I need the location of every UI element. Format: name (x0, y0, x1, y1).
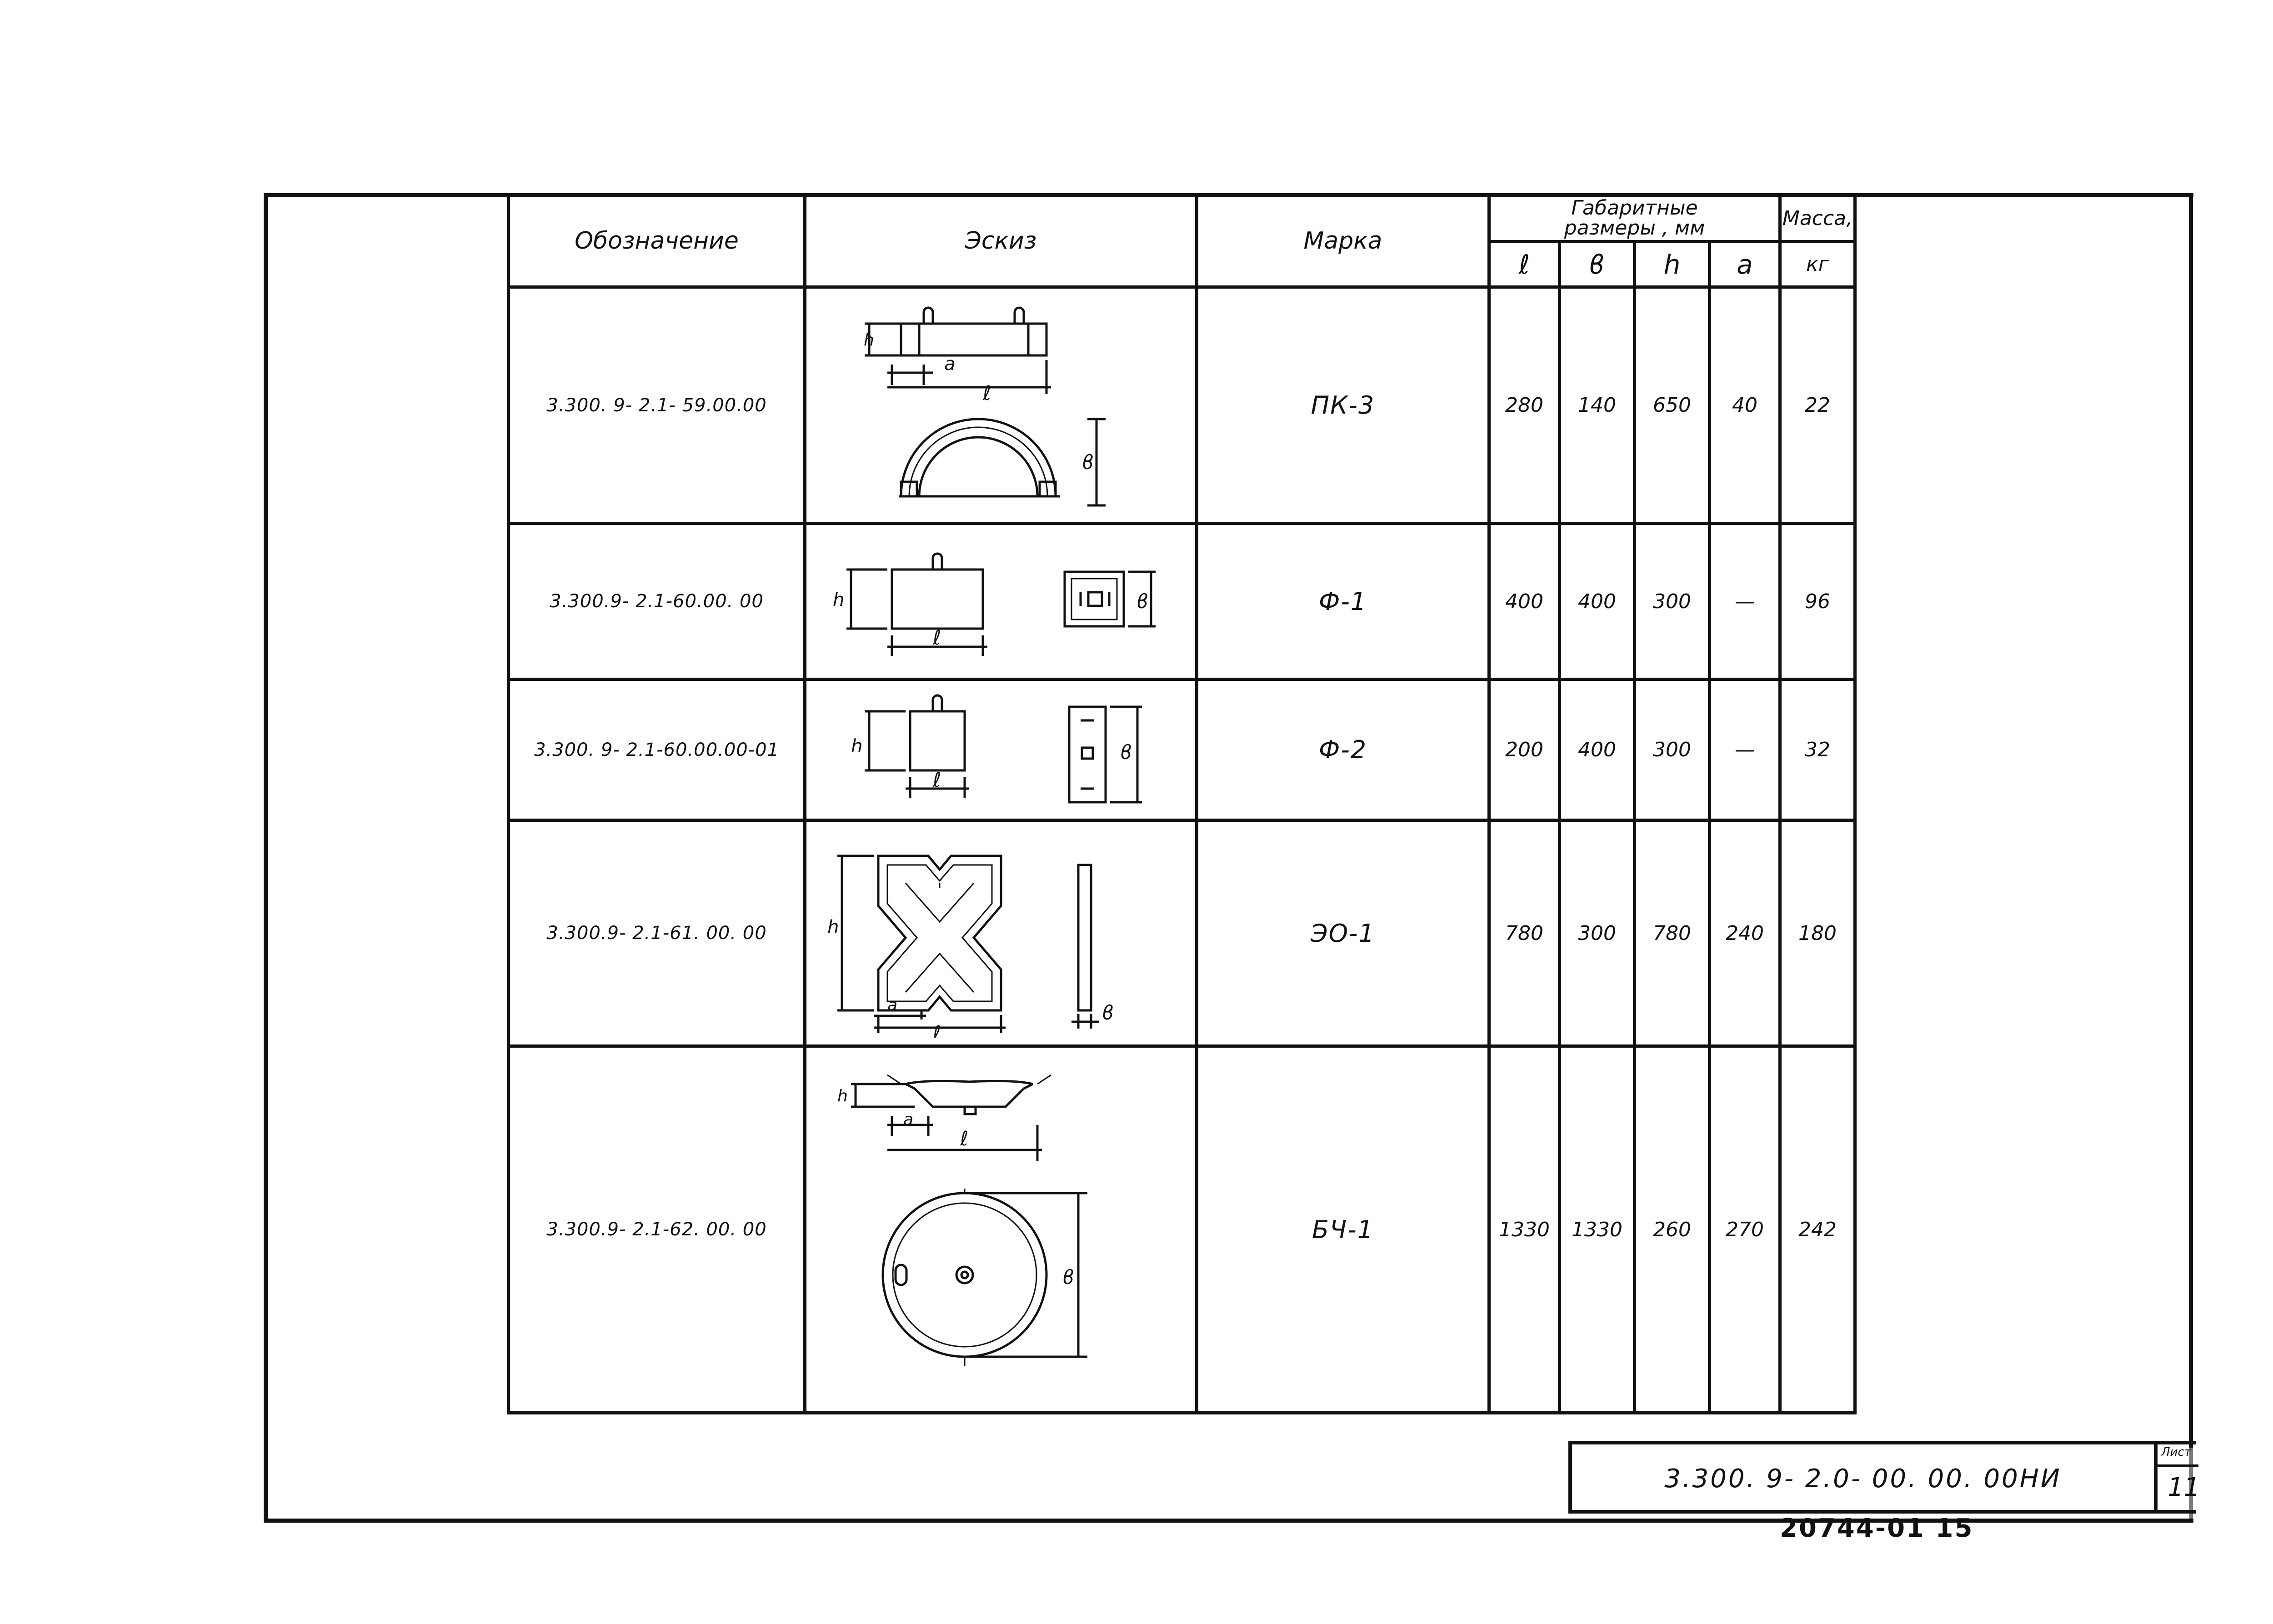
svg-text:ℓ: ℓ (960, 1127, 968, 1150)
row-dim-b: 400 (1558, 678, 1636, 822)
sketch-eo1: h a ℓ ϐ (803, 819, 1198, 1048)
row-mass: 242 (1778, 1044, 1857, 1414)
svg-text:a: a (944, 354, 956, 375)
row-mass: 180 (1778, 819, 1857, 1048)
sketch-arch-block-drawing: a ℓ h ϐ (864, 306, 1106, 506)
row-designation: 3.300. 9- 2.1-60.00.00-01 (507, 678, 806, 822)
row-dim-h: 780 (1633, 819, 1711, 1048)
sketch-decorative-element-drawing: h a ℓ ϐ (827, 854, 1114, 1038)
header-dim-h: h (1633, 240, 1711, 289)
row-mass: 96 (1778, 522, 1857, 681)
svg-text:h: h (837, 1087, 848, 1105)
row-mass: 22 (1778, 285, 1857, 525)
row-dim-l: 1330 (1487, 1044, 1561, 1414)
table-row: 3.300. 9- 2.1-60.00.00-01 h ℓ ϐ Ф-2 200 … (507, 678, 1857, 822)
svg-text:ℓ: ℓ (982, 382, 991, 405)
sketch-foundation-block-drawing: h ℓ ϐ (833, 552, 1156, 656)
header-dim-b: ϐ (1558, 240, 1636, 289)
svg-text:h: h (864, 331, 874, 350)
sheet-label: Лист (2161, 1445, 2191, 1459)
sketch-bowl-drawing: h a ℓ ϐ (837, 1074, 1087, 1366)
sheet-number: 11 (2168, 1473, 2200, 1502)
header-dimensions-line1: Габаритные (1571, 196, 1698, 220)
row-dim-b: 1330 (1558, 1044, 1636, 1414)
frame-right-edge (2189, 193, 2193, 1448)
row-dim-a: 40 (1707, 285, 1782, 525)
row-dim-h: 300 (1633, 678, 1711, 822)
sketch-pk3: a ℓ h ϐ (803, 285, 1198, 525)
inventory-number: 20744-01 15 (1780, 1514, 1974, 1543)
row-mark: ПК-3 (1195, 285, 1491, 525)
header-dim-l: ℓ (1487, 240, 1561, 289)
row-dim-a: — (1707, 522, 1782, 681)
row-designation: 3.300.9- 2.1-61. 00. 00 (507, 819, 806, 1048)
row-mark: Ф-2 (1195, 678, 1491, 822)
row-designation: 3.300. 9- 2.1- 59.00.00 (507, 285, 806, 525)
row-dim-a: 240 (1707, 819, 1782, 1048)
row-dim-l: 200 (1487, 678, 1561, 822)
row-designation: 3.300.9- 2.1-62. 00. 00 (507, 1044, 806, 1414)
row-dim-b: 140 (1558, 285, 1636, 525)
title-block-separator (2154, 1444, 2158, 1513)
row-dim-h: 300 (1633, 522, 1711, 681)
specification-table: Обозначение Эскиз Марка Габаритные разме… (507, 193, 1857, 1414)
header-dim-a: a (1707, 240, 1782, 289)
sketch-bch1: h a ℓ ϐ (803, 1044, 1198, 1414)
row-mark: ЭО-1 (1195, 819, 1491, 1048)
svg-text:a: a (887, 996, 897, 1014)
row-dim-a: — (1707, 678, 1782, 822)
svg-text:h: h (827, 917, 839, 938)
header-subrow: ℓ ϐ h a кг (509, 240, 1857, 289)
svg-text:a: a (903, 1110, 913, 1129)
header-dimensions-line2: размеры , мм (1564, 216, 1705, 240)
svg-text:ϐ: ϐ (1102, 1001, 1114, 1024)
header-mark: Марка (1195, 193, 1491, 289)
header-row: Обозначение Эскиз Марка Габаритные разме… (507, 193, 1857, 289)
sheet-label-divider (2158, 1464, 2198, 1467)
row-mark: Ф-1 (1195, 522, 1491, 681)
row-dim-l: 400 (1487, 522, 1561, 681)
header-dimensions: Габаритные размеры , мм (1487, 193, 1782, 243)
table-row: 3.300. 9- 2.1- 59.00.00 a ℓ h ϐ (507, 285, 1857, 525)
table-row: 3.300.9- 2.1-61. 00. 00 h a ℓ ϐ ЭО-1 780… (507, 819, 1857, 1048)
table-row: 3.300.9- 2.1-62. 00. 00 h a ℓ (507, 1044, 1857, 1414)
svg-text:h: h (833, 590, 844, 610)
row-mark: БЧ-1 (1195, 1044, 1491, 1414)
row-dim-l: 780 (1487, 819, 1561, 1048)
svg-text:ϐ: ϐ (1062, 1266, 1075, 1289)
header-sketch: Эскиз (803, 193, 1198, 289)
row-dim-h: 650 (1633, 285, 1711, 525)
table-row: 3.300.9- 2.1-60.00. 00 h ℓ ϐ Ф-1 400 400… (507, 522, 1857, 681)
row-mass: 32 (1778, 678, 1857, 822)
document-code: 3.300. 9- 2.0- 00. 00. 00НИ (1664, 1464, 2062, 1494)
row-designation: 3.300.9- 2.1-60.00. 00 (507, 522, 806, 681)
svg-text:ℓ: ℓ (932, 769, 941, 792)
row-dim-b: 300 (1558, 819, 1636, 1048)
sketch-f2: h ℓ ϐ (803, 678, 1198, 822)
title-block: 3.300. 9- 2.0- 00. 00. 00НИ Лист 11 (1568, 1441, 2200, 1514)
header-mass: Масса, (1778, 193, 1857, 243)
row-dim-a: 270 (1707, 1044, 1782, 1414)
svg-text:ℓ: ℓ (932, 626, 941, 650)
row-dim-h: 260 (1633, 1044, 1711, 1414)
frame-right-edge-lower (2189, 1448, 2193, 1520)
svg-text:h: h (851, 736, 862, 757)
svg-text:ϐ: ϐ (1120, 741, 1132, 764)
svg-text:ϐ: ϐ (1082, 451, 1094, 474)
header-designation: Обозначение (507, 193, 806, 289)
header-mass-unit: кг (1778, 240, 1857, 289)
sketch-f1: h ℓ ϐ (803, 522, 1198, 681)
row-dim-l: 280 (1487, 285, 1561, 525)
svg-text:ℓ: ℓ (932, 1022, 941, 1038)
svg-text:ϐ: ϐ (1136, 590, 1149, 613)
sketch-foundation-block-2-drawing: h ℓ ϐ (851, 694, 1142, 803)
row-dim-b: 400 (1558, 522, 1636, 681)
